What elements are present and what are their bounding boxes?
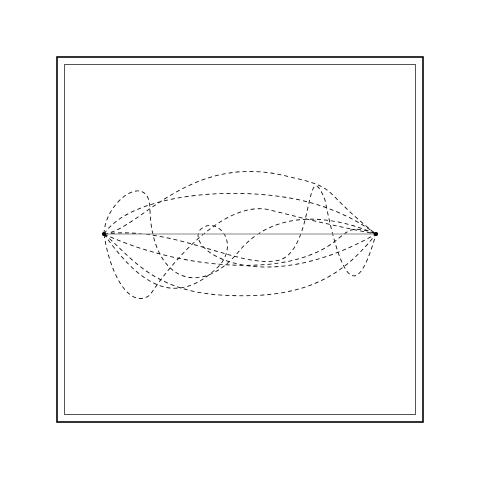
dashed-curve <box>103 190 377 279</box>
dashed-curve <box>103 233 377 297</box>
dashed-curve <box>103 225 377 289</box>
end-point <box>374 232 378 236</box>
dashed-curves <box>103 171 377 299</box>
dashed-curve <box>103 193 377 235</box>
dashed-curve <box>103 208 377 299</box>
start-point <box>102 232 106 236</box>
dashed-curve <box>103 185 377 277</box>
outer-frame <box>56 56 424 423</box>
dashed-curve <box>103 171 377 235</box>
dashed-curve <box>103 228 377 266</box>
inner-frame <box>64 64 416 415</box>
